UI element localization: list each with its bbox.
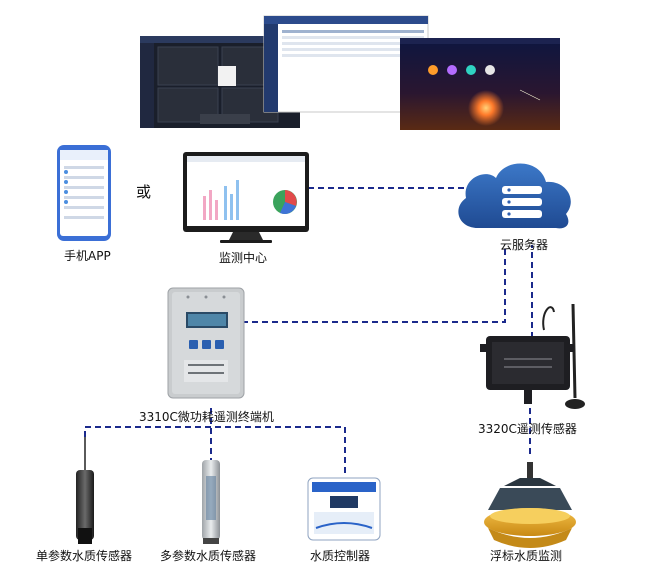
software-screenshots	[140, 15, 560, 130]
label-single-param: 单参数水质传感器	[36, 548, 132, 563]
label-sensor-3320c: 3320C遥测传感器	[478, 421, 577, 436]
labels: 手机APP 或 监测中心 云服务器 3310C微功耗遥测终端机 3320C遥测传…	[36, 183, 577, 563]
label-mobile-app: 手机APP	[64, 249, 111, 263]
label-multi-param: 多参数水质传感器	[160, 548, 256, 563]
sensor-3320c-device	[480, 303, 585, 409]
water-quality-controller	[307, 477, 381, 541]
label-wq-controller: 水质控制器	[310, 549, 370, 563]
label-buoy: 浮标水质监测	[490, 549, 562, 563]
cloud-server-icon	[458, 163, 571, 229]
label-or: 或	[136, 183, 151, 201]
mobile-phone-icon	[57, 145, 111, 241]
monitor-icon	[183, 152, 309, 243]
buoy-device	[484, 462, 576, 548]
connection-lines	[84, 187, 533, 475]
multi-param-sensor	[202, 460, 220, 544]
label-terminal-3310c: 3310C微功耗遥测终端机	[139, 409, 274, 424]
label-cloud-server: 云服务器	[500, 237, 548, 252]
single-param-sensor	[76, 437, 94, 544]
terminal-3310c-device	[167, 287, 245, 399]
label-monitor-center: 监测中心	[219, 250, 267, 265]
space-theme-screenshot	[400, 38, 560, 130]
link-terminal-sensors	[84, 426, 346, 475]
link-terminal-cloud	[242, 245, 506, 323]
